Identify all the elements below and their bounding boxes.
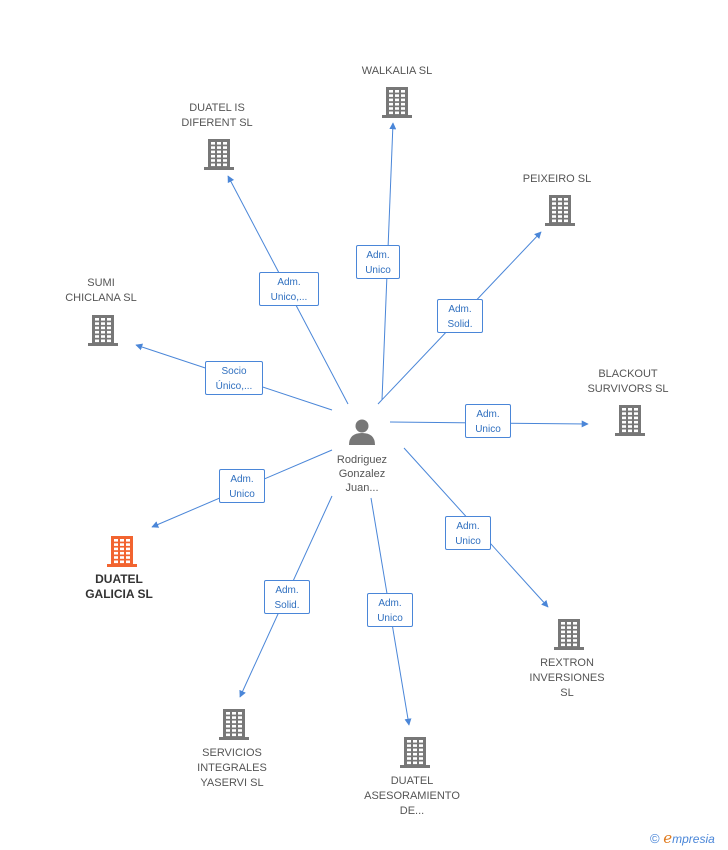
- building-icon[interactable]: [219, 709, 249, 740]
- role-badge-duatel-is[interactable]: Adm. Unico,...: [259, 272, 319, 306]
- company-label-duatel-aseso[interactable]: DUATEL ASESORAMIENTO DE...: [364, 775, 460, 817]
- nodes-layer: [88, 87, 645, 768]
- role-badge-rextron[interactable]: Adm. Unico: [445, 516, 491, 550]
- building-icon[interactable]: [615, 405, 645, 436]
- role-badge-duatel-aseso[interactable]: Adm. Unico: [367, 593, 413, 627]
- brand-initial: e: [663, 829, 673, 847]
- company-label-peixeiro[interactable]: PEIXEIRO SL: [522, 173, 592, 185]
- building-icon[interactable]: [88, 315, 118, 346]
- brand-name: mpresia: [672, 832, 715, 846]
- role-badge-yaservi[interactable]: Adm. Solid.: [264, 580, 310, 614]
- company-label-duatel-galicia[interactable]: DUATEL GALICIA SL: [85, 572, 153, 601]
- company-label-yaservi[interactable]: SERVICIOS INTEGRALES YASERVI SL: [197, 747, 267, 789]
- building-icon[interactable]: [204, 139, 234, 170]
- company-label-blackout[interactable]: BLACKOUT SURVIVORS SL: [587, 368, 669, 395]
- role-badge-duatel-galicia[interactable]: Adm. Unico: [219, 469, 265, 503]
- company-label-duatel-is[interactable]: DUATEL IS DIFERENT SL: [181, 102, 253, 129]
- building-icon[interactable]: [382, 87, 412, 118]
- building-icon[interactable]: [400, 737, 430, 768]
- role-badge-walkalia[interactable]: Adm. Unico: [356, 245, 400, 279]
- footer-brand[interactable]: © empresia: [650, 829, 715, 847]
- role-badge-peixeiro[interactable]: Adm. Solid.: [437, 299, 483, 333]
- role-badge-sumi[interactable]: Socio Único,...: [205, 361, 263, 395]
- copyright-symbol: ©: [650, 831, 660, 846]
- building-icon[interactable]: [554, 619, 584, 650]
- company-label-sumi[interactable]: SUMI CHICLANA SL: [65, 277, 137, 304]
- building-icon[interactable]: [545, 195, 575, 226]
- building-icon[interactable]: [107, 536, 137, 567]
- role-badge-blackout[interactable]: Adm. Unico: [465, 404, 511, 438]
- company-label-walkalia[interactable]: WALKALIA SL: [361, 65, 433, 77]
- person-icon[interactable]: [349, 419, 375, 446]
- person-name-label[interactable]: Rodriguez Gonzalez Juan...: [336, 454, 388, 494]
- company-label-rextron[interactable]: REXTRON INVERSIONES SL: [529, 657, 605, 699]
